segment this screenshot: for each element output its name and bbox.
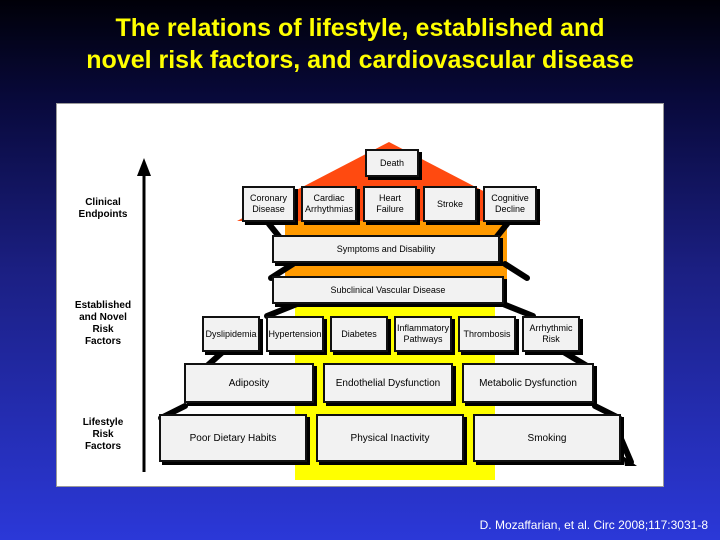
slide-title: The relations of lifestyle, established …: [86, 14, 634, 74]
box-subclinical-vascular-disease: Subclinical Vascular Disease: [272, 276, 504, 304]
box-coronary-disease: Coronary Disease: [242, 186, 295, 222]
box-heart-failure: Heart Failure: [363, 186, 417, 222]
box-symptoms-disability: Symptoms and Disability: [272, 235, 500, 263]
box-diabetes: Diabetes: [330, 316, 388, 352]
citation: D. Mozaffarian, et al. Circ 2008;117:303…: [479, 518, 708, 532]
diagram-panel: Clinical Endpoints Established and Novel…: [56, 103, 664, 487]
box-thrombosis: Thrombosis: [458, 316, 516, 352]
label-lifestyle-risk-factors: Lifestyle Risk Factors: [82, 417, 124, 452]
box-arrhythmic-risk: Arrhythmic Risk: [522, 316, 580, 352]
box-adiposity: Adiposity: [184, 363, 314, 403]
box-poor-dietary-habits: Poor Dietary Habits: [159, 414, 307, 462]
box-death: Death: [365, 149, 419, 177]
box-hypertension: Hypertension: [266, 316, 324, 352]
box-stroke: Stroke: [423, 186, 477, 222]
box-smoking: Smoking: [473, 414, 621, 462]
box-cognitive-decline: Cognitive Decline: [483, 186, 537, 222]
box-physical-inactivity: Physical Inactivity: [316, 414, 464, 462]
box-endothelial-dysfunction: Endothelial Dysfunction: [323, 363, 453, 403]
label-established-risk-factors: Established and Novel Risk Factors: [74, 300, 132, 347]
box-dyslipidemia: Dyslipidemia: [202, 316, 260, 352]
box-cardiac-arrhythmias: Cardiac Arrhythmias: [301, 186, 357, 222]
label-clinical-endpoints: Clinical Endpoints: [78, 197, 128, 220]
box-inflammatory-pathways: Inflammatory Pathways: [394, 316, 452, 352]
box-metabolic-dysfunction: Metabolic Dysfunction: [462, 363, 594, 403]
arrowhead-right: [623, 456, 637, 466]
axis-arrow-head: [137, 158, 151, 176]
